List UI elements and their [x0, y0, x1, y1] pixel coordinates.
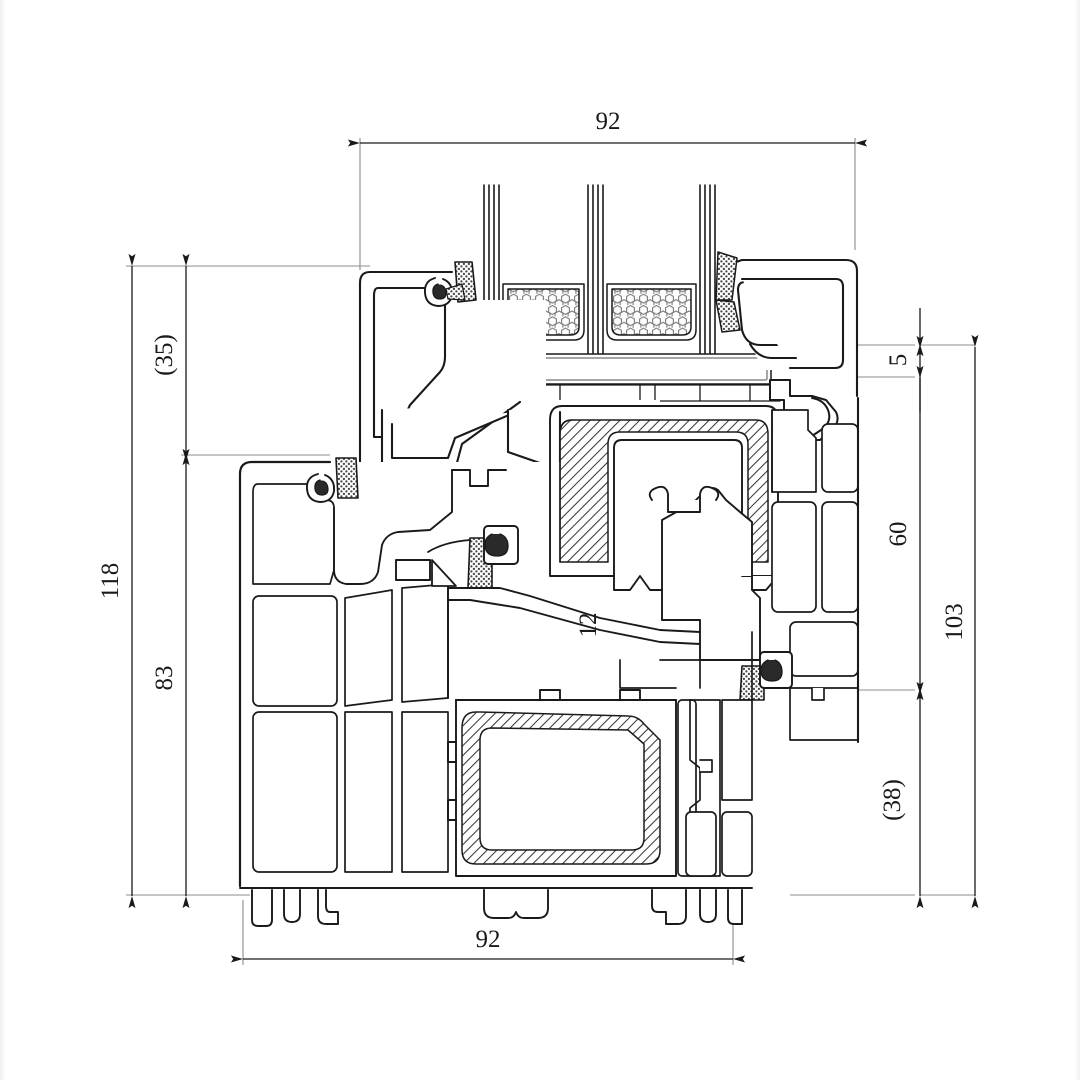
profile-geometry — [238, 184, 860, 927]
dimension-lines — [128, 139, 979, 963]
frame-left-chambers — [252, 483, 449, 873]
dim-label-right-lower: (38) — [879, 779, 906, 821]
dim-label-left-upper: (35) — [151, 334, 178, 376]
frame-right-chambers — [771, 396, 860, 744]
dim-label-left-outer-height: 118 — [97, 563, 124, 600]
dimension-labels: 92 92 118 (35) 83 5 60 (38) 103 12 — [97, 108, 968, 953]
dim-label-right-outer: 103 — [941, 603, 968, 641]
frame-lower-right-chambers — [677, 699, 753, 877]
steel-reinforcement-sash — [559, 419, 769, 563]
dim-label-right-top-small: 5 — [885, 354, 912, 367]
spacer-bar-right — [606, 283, 697, 341]
dim-label-top-width: 92 — [596, 108, 621, 135]
frame-bottom-fins — [239, 887, 753, 927]
sash-seal-upper-right — [715, 251, 741, 333]
dim-label-interior-gap: 12 — [575, 613, 602, 638]
dim-label-left-lower: 83 — [151, 666, 178, 691]
steel-reinforcement-frame — [461, 711, 661, 865]
dim-label-bottom-width: 92 — [476, 926, 501, 953]
frame-interior-detail — [619, 631, 753, 701]
frame-seal-left — [306, 457, 359, 503]
dim-label-right-middle: 60 — [885, 522, 912, 547]
sash-latch-profile — [613, 485, 779, 661]
frame-upper-lip — [333, 469, 507, 585]
sash-profile-right — [722, 258, 859, 398]
frame-seal-center — [427, 525, 519, 589]
frame-reinforcement-pocket — [447, 689, 677, 877]
sash-seal-upper-left — [423, 261, 477, 307]
